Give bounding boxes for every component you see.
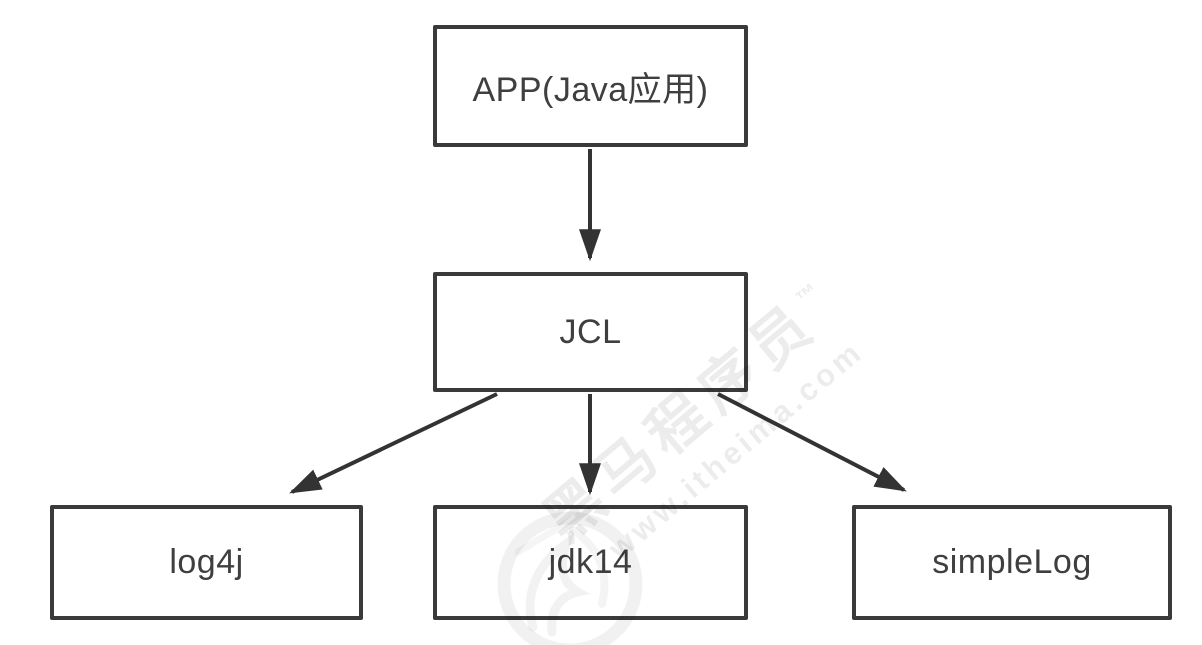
node-log4j: log4j — [50, 505, 363, 620]
node-app: APP(Java应用) — [433, 25, 748, 147]
node-jdk14-label: jdk14 — [548, 543, 633, 581]
node-jdk14: jdk14 — [433, 505, 748, 620]
node-log4j-label: log4j — [169, 543, 244, 581]
node-app-label: APP(Java应用) — [472, 70, 709, 109]
arrow-jcl-to-log4j — [289, 392, 498, 494]
node-simplelog: simpleLog — [852, 505, 1172, 620]
arrow-jcl-to-simplelog — [717, 392, 907, 492]
node-simplelog-label: simpleLog — [932, 543, 1092, 581]
node-jcl: JCL — [433, 272, 748, 392]
node-jcl-label: JCL — [559, 312, 622, 351]
